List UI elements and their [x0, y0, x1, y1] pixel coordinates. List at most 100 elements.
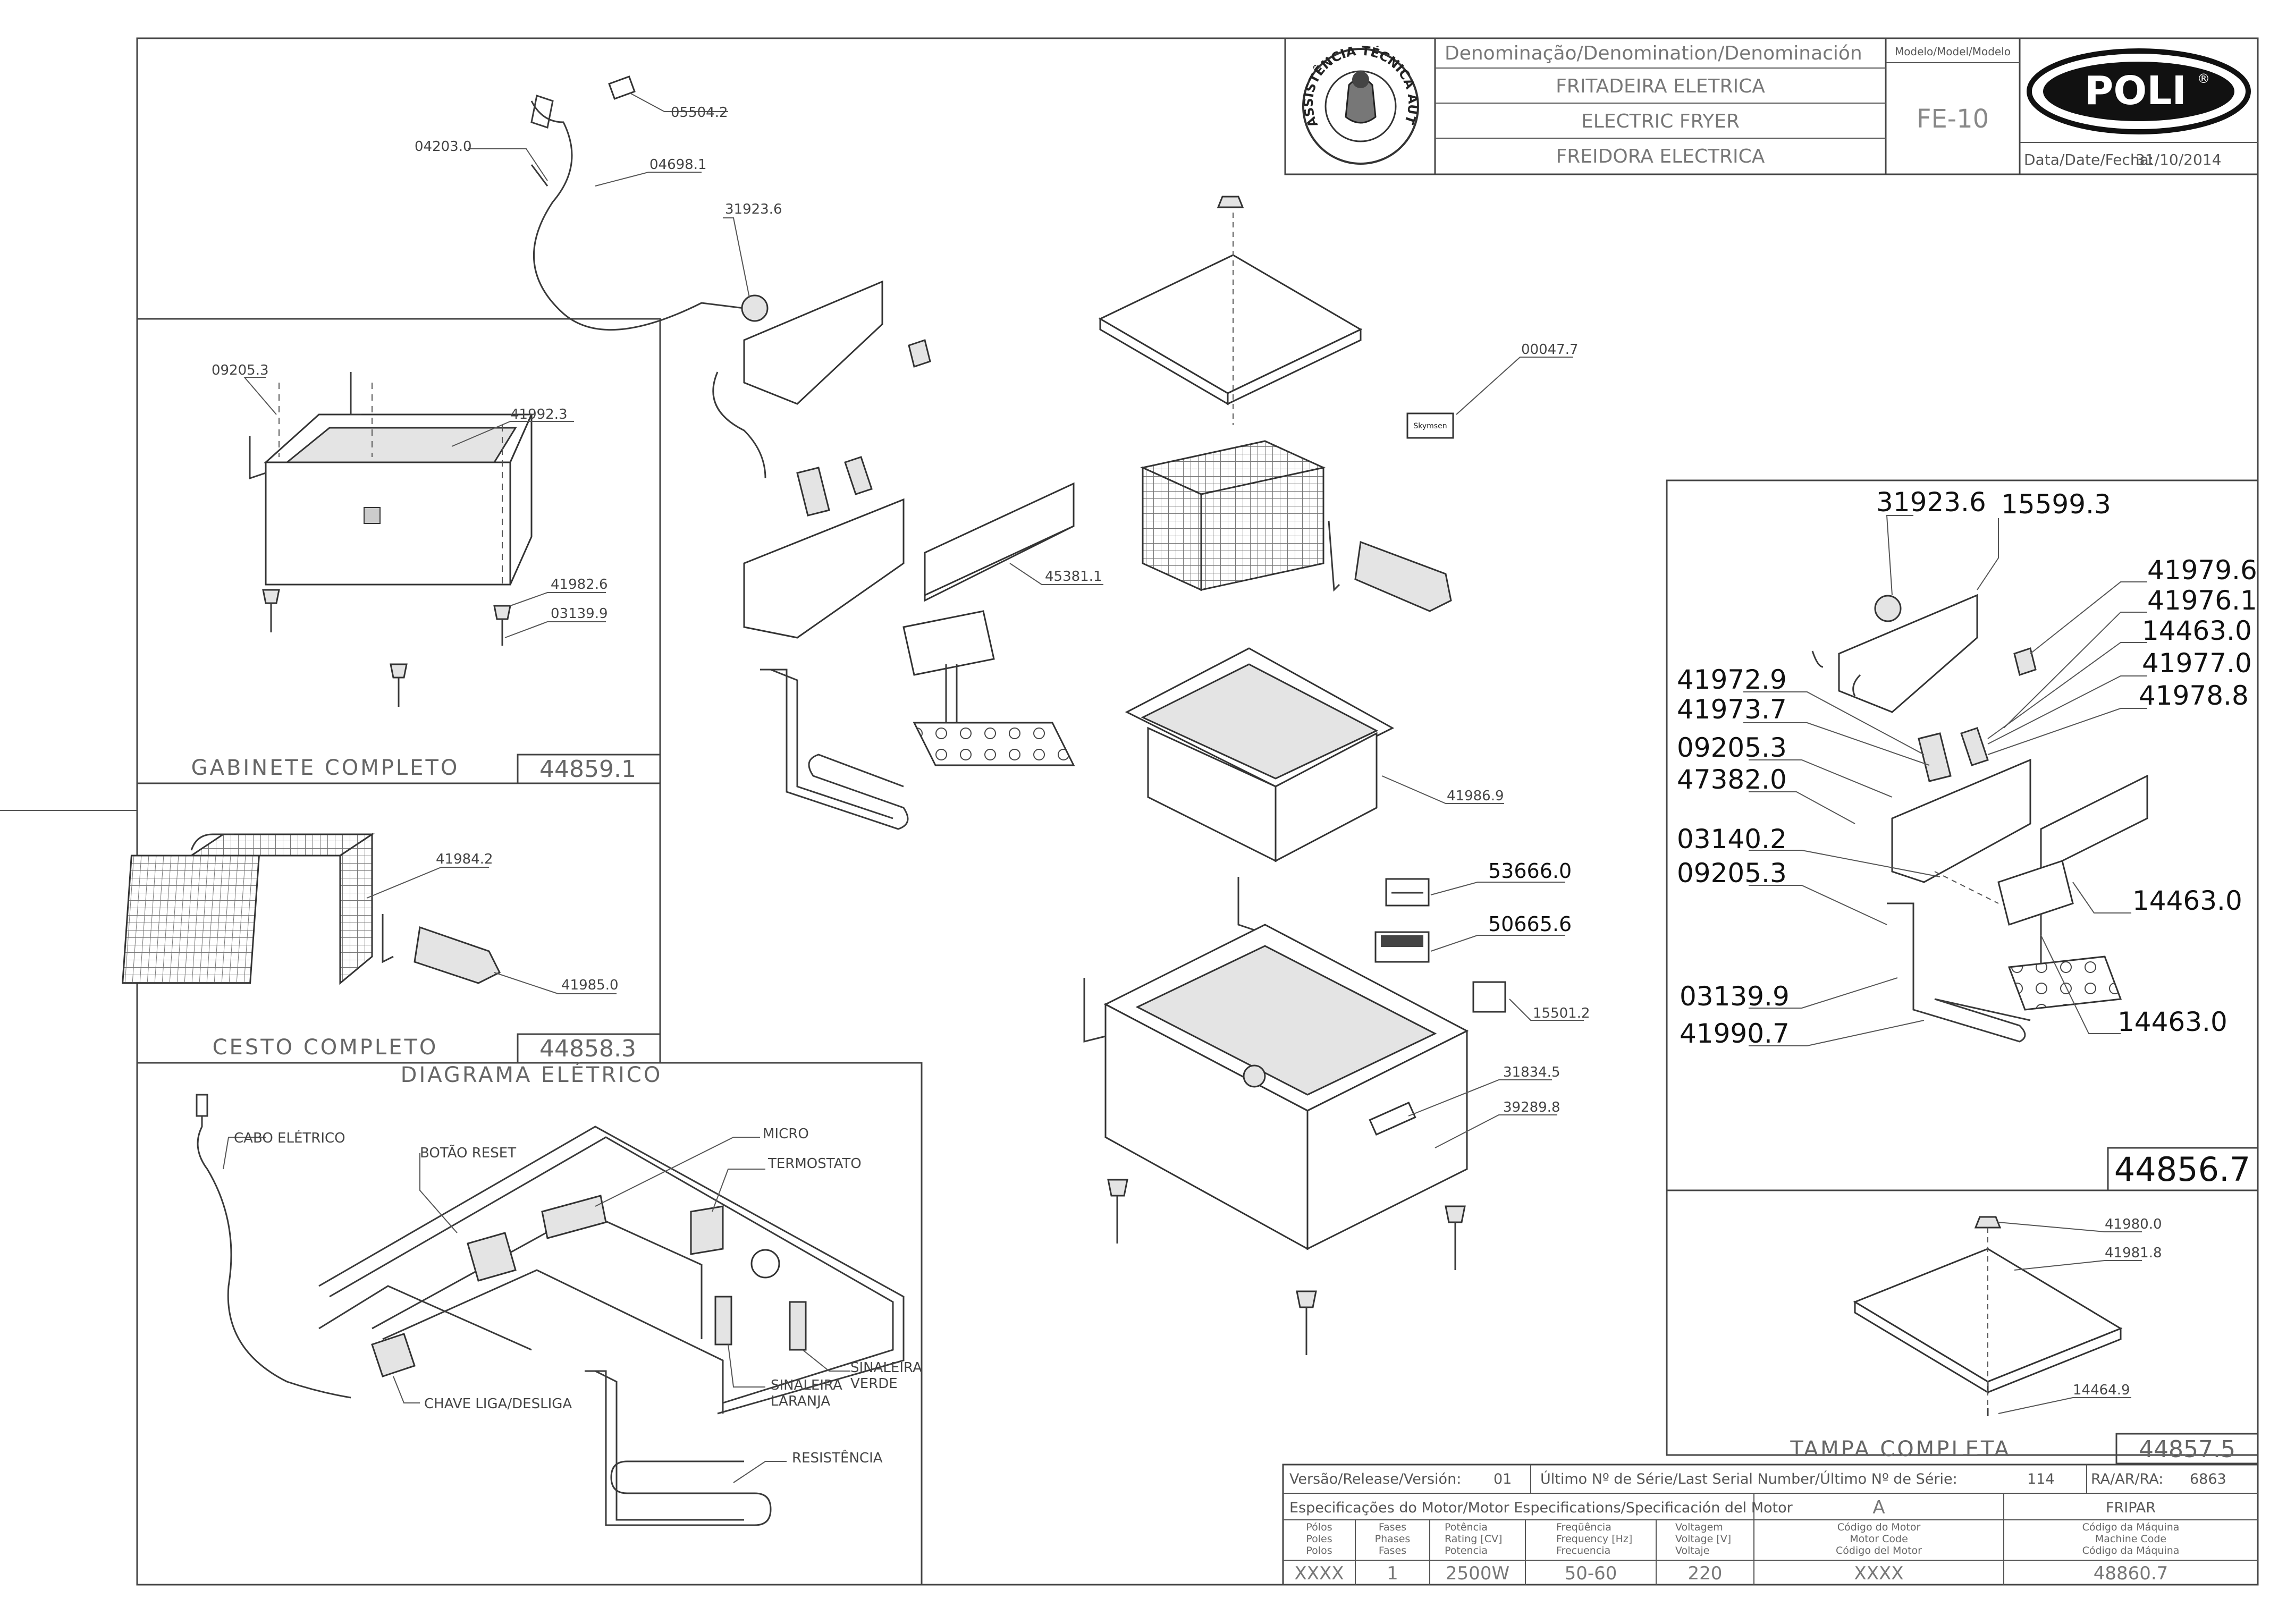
h-frequencia-0: Freqüência: [1556, 1521, 1611, 1533]
tampa-label-0: 41980.0: [2105, 1216, 2162, 1232]
h-motor-code-1: Motor Code: [1850, 1533, 1908, 1545]
main-label-0: 05504.2: [671, 105, 728, 121]
date-value: 31/10/2014: [2136, 151, 2221, 168]
diagrama-label-8: CHAVE LIGA/DESLIGA: [424, 1396, 572, 1412]
col-fripar: FRIPAR: [2106, 1500, 2156, 1516]
h-motor-code-2: Código del Motor: [1836, 1545, 1922, 1557]
main-label-9: 15501.2: [1533, 1005, 1590, 1021]
denomination-label: Denominação/Denomination/Denominación: [1445, 43, 1862, 64]
diagrama-label-7: VERDE: [850, 1376, 898, 1392]
main-label-2: 04698.1: [649, 157, 707, 173]
painel-label-12: 09205.3: [1677, 858, 1787, 889]
serial-label: Último Nº de Série/Last Serial Number/Úl…: [1540, 1470, 1958, 1487]
h-polos-0: Pólos: [1306, 1521, 1332, 1533]
painel-label-0: 31923.6: [1876, 487, 1986, 518]
painel-label-8: 41973.7: [1677, 694, 1787, 725]
cesto-title: CESTO COMPLETO: [213, 1035, 438, 1060]
h-machine-code-1: Machine Code: [2095, 1533, 2166, 1545]
diagrama-label-1: BOTÃO RESET: [420, 1144, 516, 1161]
h-fases-1: Phases: [1375, 1533, 1411, 1545]
painel-label-16: 41990.7: [1680, 1018, 1790, 1049]
name-en: ELECTRIC FRYER: [1581, 111, 1740, 132]
authorized-service-seal: ASSISTÊNCIA TÉCNICA AUTORIZADA: [0, 0, 1420, 165]
main-label-8: 50665.6: [1488, 912, 1572, 936]
h-voltagem-2: Voltaje: [1675, 1545, 1710, 1557]
v-voltagem: 220: [1688, 1563, 1723, 1584]
tampa-code: 44857.5: [2139, 1436, 2235, 1463]
model-value: FE-10: [1917, 104, 1989, 134]
main-label-3: 31923.6: [725, 201, 782, 217]
main-label-6: 41986.9: [1447, 788, 1504, 804]
name-es: FREIDORA ELECTRICA: [1556, 146, 1765, 167]
col-a: A: [1872, 1497, 1885, 1518]
svg-text:®: ®: [2197, 71, 2210, 86]
diagrama-label-9: RESISTÊNCIA: [792, 1449, 883, 1466]
cesto-label-0: 41984.2: [436, 851, 493, 867]
h-potencia-2: Potencia: [1445, 1545, 1488, 1557]
h-potencia-1: Rating [CV]: [1445, 1533, 1502, 1545]
gabinete-code: 44859.1: [539, 756, 636, 783]
diagrama-section: DIAGRAMA ELÉTRICO CABO ELÉTRICO BOTÃO RE…: [136, 1062, 923, 1586]
tampa-label-2: 14464.9: [2073, 1382, 2130, 1398]
main-exploded-view: Skymsen 05504.2 04203: [415, 75, 1590, 1355]
diagrama-label-5: LARANJA: [771, 1393, 830, 1409]
title-block: ASSISTÊNCIA TÉCNICA AUTORIZADA Denominaç…: [0, 0, 2259, 175]
v-frequencia: 50-60: [1565, 1563, 1617, 1584]
h-machine-code-2: Código da Máquina: [2082, 1545, 2180, 1557]
main-label-10: 31834.5: [1503, 1064, 1560, 1080]
painel-label-7: 41972.9: [1677, 664, 1787, 695]
diagrama-label-4: SINALEIRA: [771, 1377, 842, 1393]
diagrama-label-6: SINALEIRA: [850, 1360, 922, 1376]
v-machine-code: 48860.7: [2094, 1563, 2169, 1584]
gabinete-label-3: 03139.9: [551, 606, 608, 622]
painel-label-4: 14463.0: [2142, 615, 2252, 646]
h-fases-0: Fases: [1379, 1521, 1406, 1533]
cesto-code: 44858.3: [539, 1035, 636, 1062]
h-voltagem-0: Voltagem: [1675, 1521, 1723, 1533]
poli-logo: POLI ®: [2027, 48, 2251, 134]
version-value: 01: [1494, 1471, 1512, 1487]
painel-label-1: 15599.3: [2001, 489, 2111, 520]
painel-label-2: 41979.6: [2147, 555, 2257, 586]
h-motor-code-0: Código do Motor: [1837, 1521, 1921, 1533]
tampa-section: TAMPA COMPLETA 44857.5 41980.0 41981.8 1…: [1666, 1189, 2259, 1465]
gabinete-label-1: 41992.3: [510, 407, 568, 422]
diagrama-label-3: TERMOSTATO: [767, 1156, 862, 1172]
painel-label-14: 03139.9: [1680, 981, 1790, 1012]
name-pt: FRITADEIRA ELETRICA: [1556, 75, 1765, 97]
painel-label-13: 14463.0: [2132, 885, 2242, 916]
main-label-5: 45381.1: [1045, 569, 1102, 585]
tampa-label-1: 41981.8: [2105, 1245, 2162, 1261]
h-fases-2: Fases: [1379, 1545, 1406, 1557]
motor-spec-label: Especificações do Motor/Motor Especifica…: [1289, 1500, 1793, 1516]
main-label-4: 00047.7: [1521, 342, 1579, 358]
gabinete-label-0: 09205.3: [212, 362, 269, 378]
tampa-title: TAMPA COMPLETA: [1790, 1437, 2011, 1461]
painel-section: 44856.7 31923.6 15599.3 41979.6 41976.1 …: [1666, 479, 2259, 1191]
main-label-7: 53666.0: [1488, 859, 1572, 883]
version-label: Versão/Release/Versión:: [1289, 1471, 1461, 1487]
h-polos-1: Poles: [1306, 1533, 1332, 1545]
painel-label-9: 09205.3: [1677, 732, 1787, 763]
painel-label-15: 14463.0: [2117, 1006, 2228, 1037]
main-label-1: 04203.0: [415, 139, 472, 155]
diagrama-label-0: CABO ELÉTRICO: [234, 1129, 345, 1146]
v-fases: 1: [1387, 1563, 1398, 1584]
painel-label-10: 47382.0: [1677, 764, 1787, 795]
ra-label: RA/AR/RA:: [2091, 1471, 2163, 1487]
main-label-11: 39289.8: [1503, 1099, 1560, 1115]
cesto-label-1: 41985.0: [561, 977, 619, 993]
h-polos-2: Polos: [1306, 1545, 1332, 1557]
gabinete-title: GABINETE COMPLETO: [191, 756, 460, 780]
v-motor-code: XXXX: [1854, 1563, 1903, 1584]
serial-value: 114: [2027, 1471, 2055, 1487]
h-machine-code-0: Código da Máquina: [2082, 1521, 2180, 1533]
v-potencia: 2500W: [1446, 1563, 1509, 1584]
model-label: Modelo/Model/Modelo: [1895, 45, 2011, 58]
painel-code: 44856.7: [2114, 1150, 2250, 1189]
gabinete-section: GABINETE COMPLETO 44859.1 09205.3 41992.…: [136, 318, 661, 784]
brand-text: POLI: [2085, 68, 2187, 114]
diagrama-title: DIAGRAMA ELÉTRICO: [401, 1062, 663, 1087]
diagrama-label-2: MICRO: [763, 1126, 809, 1142]
